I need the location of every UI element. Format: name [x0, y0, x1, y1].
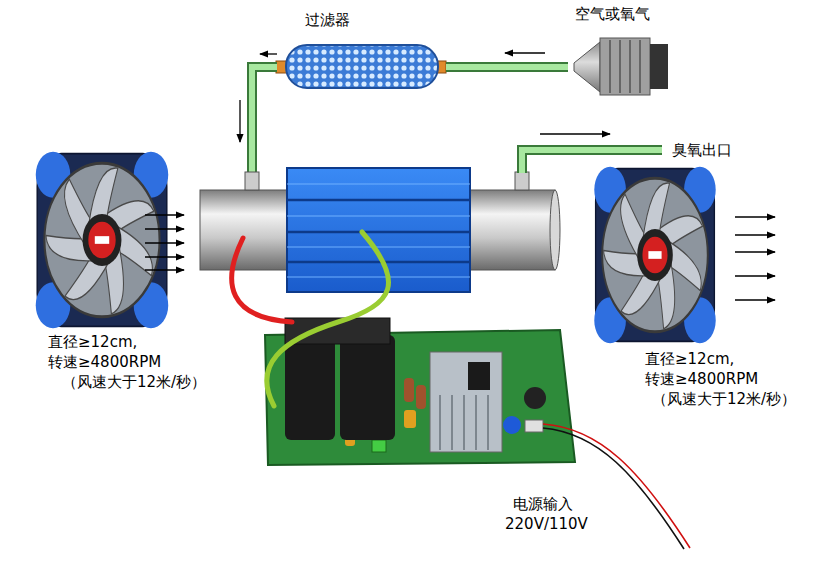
airflow-arrows [145, 215, 184, 270]
power-input-label: 电源输入 [513, 495, 573, 513]
heatsink-fins [440, 395, 488, 450]
cooling-fan [36, 152, 168, 329]
pipe-core [446, 64, 568, 70]
tube-fitting [245, 172, 259, 190]
airflow-arrow [145, 269, 184, 270]
fin-highlight [287, 247, 470, 248]
tube-end [550, 190, 560, 270]
outlet-pipe-outline [522, 150, 662, 173]
airflow-arrow [145, 256, 184, 257]
airflow-arrow [735, 234, 775, 235]
circuit-board [265, 330, 575, 465]
inlet-cone [574, 42, 600, 92]
airflow-arrow [145, 228, 184, 229]
gas-pipe [252, 67, 277, 183]
fan-spec: 转速≥4800RPM [645, 370, 758, 388]
airflow-arrow [145, 214, 184, 215]
capacitor [404, 410, 416, 428]
outlet-pipe [522, 150, 662, 173]
blue-capacitor [503, 416, 521, 434]
cooling-fan [594, 167, 715, 344]
fuse-holder [524, 387, 546, 409]
fan-spec: （风速大于12米/秒） [652, 390, 796, 408]
filter: 过滤器 [278, 8, 446, 88]
airflow-arrow [735, 299, 775, 300]
fin-line [287, 261, 470, 264]
airflow-arrow [735, 216, 775, 217]
airflow-arrow [145, 242, 184, 243]
ground-wire [267, 232, 389, 406]
power-connector [525, 420, 543, 432]
heatsink [430, 352, 502, 452]
terminal-block [372, 440, 386, 452]
flow-arrow [239, 100, 240, 142]
node-label: 空气或氧气 [575, 5, 650, 23]
fan-spec: 直径≥12cm, [48, 333, 137, 351]
inlet-rib [609, 40, 611, 93]
outlet-label: 臭氧出口 [672, 141, 732, 159]
airflow-arrow [735, 251, 775, 252]
heatsink-fin [451, 395, 453, 450]
fin-line [287, 199, 470, 202]
tube-fitting [515, 172, 529, 190]
inlet-rib [639, 40, 641, 93]
heatsink-fin [475, 395, 477, 450]
fin-highlights [287, 184, 470, 277]
flow-arrow [505, 52, 545, 53]
fan-spec: 直径≥12cm, [645, 350, 734, 368]
heatsink-fin [487, 395, 489, 450]
flow-arrow [260, 53, 277, 54]
fan-spec: （风速大于12米/秒） [62, 373, 206, 391]
heatsink-fin [439, 395, 441, 450]
high-voltage-wire [232, 238, 292, 322]
inlet-nozzle: 空气或氧气 [568, 0, 672, 98]
filter-capsule [286, 45, 438, 88]
inlet-body [600, 38, 650, 95]
node-label: 过滤器 [305, 11, 350, 29]
inlet-ribs [610, 40, 640, 93]
gas-pipe-connector [446, 53, 568, 67]
voltage-label: 220V/110V [505, 515, 588, 533]
flow-arrow [540, 133, 610, 134]
gas-pipe-outline [252, 67, 277, 183]
fin-highlight [287, 184, 470, 185]
heatsink-fin [463, 395, 465, 450]
resistor [404, 378, 414, 402]
fin-highlight [287, 277, 470, 278]
cooling-fins [287, 168, 470, 292]
pipe-outline [446, 62, 568, 72]
airflow-arrow [735, 275, 775, 276]
fan-spec: 转速≥4800RPM [48, 353, 161, 371]
high-voltage-capacitor [340, 335, 395, 440]
fin-highlight [287, 216, 470, 217]
airflow-arrows [735, 217, 775, 300]
resistor [416, 385, 426, 409]
inlet-cap [650, 44, 668, 89]
inlet-rib [629, 40, 631, 93]
inlet-rib [619, 40, 621, 93]
fin-line [287, 231, 470, 234]
power-transistor [468, 362, 490, 390]
high-voltage-capacitor [285, 335, 335, 440]
